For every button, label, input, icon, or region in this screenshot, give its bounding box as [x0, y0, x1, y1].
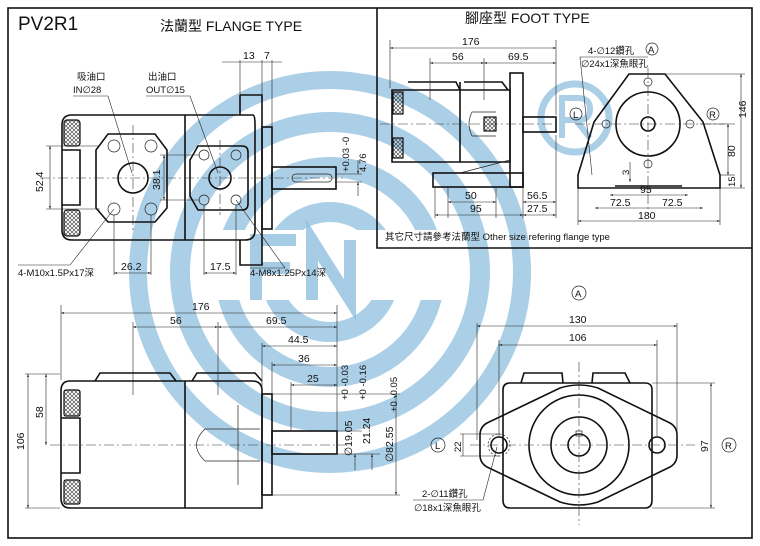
- foot-dim-3: 3: [621, 170, 632, 175]
- side-dim-21-24-tol: +0 -0.16: [358, 365, 369, 400]
- side-dim-pilot: ∅82.55: [384, 426, 396, 462]
- foot-dim-27-5: 27.5: [527, 203, 548, 215]
- foot-front-view: 146 80 15 3 95 72.5 72.5 180 4-∅12鑽孔 ∅24…: [569, 42, 749, 225]
- section-divider: [376, 8, 752, 249]
- side-dim-shaft: ∅19.05: [343, 420, 355, 456]
- front-dim-22: 22: [453, 441, 464, 452]
- foot-marker-r: R: [709, 110, 716, 121]
- side-dim-25: 25: [307, 373, 319, 385]
- side-view: 176 56 69.5 44.5 36 25 106 58 ∅19.05 +0 …: [15, 301, 400, 509]
- foot-header: 腳座型 FOOT TYPE: [465, 10, 590, 26]
- front-dim-97: 97: [699, 440, 711, 452]
- inlet-bolt-note: 4-M10x1.5Px17深: [18, 268, 95, 279]
- foot-dim-69-5: 69.5: [508, 51, 529, 63]
- side-dim-36: 36: [298, 353, 310, 365]
- side-dim-69-5: 69.5: [266, 315, 287, 327]
- foot-dim-15: 15: [727, 176, 738, 187]
- foot-dim-72-5-right: 72.5: [662, 197, 683, 209]
- foot-dim-72-5-left: 72.5: [610, 197, 631, 209]
- drawing-frame: [7, 7, 753, 539]
- side-dim-106: 106: [15, 432, 27, 450]
- inlet-label-cn: 吸油口: [77, 71, 106, 83]
- side-dim-44-5: 44.5: [288, 334, 309, 346]
- foot-dim-146: 146: [737, 100, 749, 118]
- side-dim-176: 176: [192, 301, 210, 313]
- front-dim-106: 106: [569, 332, 587, 344]
- front-hole-note: 2-∅11鑽孔: [422, 488, 468, 500]
- front-marker-a: A: [575, 289, 582, 300]
- dim-52-4: 52.4: [34, 171, 46, 192]
- foot-dim-176: 176: [462, 36, 480, 48]
- dim-26-2: 26.2: [121, 261, 142, 273]
- foot-marker-l: L: [573, 110, 578, 121]
- outlet-bolt-note: 4-M8x1.25Px14深: [250, 268, 327, 279]
- dim-17-5: 17.5: [210, 261, 231, 273]
- foot-dim-56: 56: [452, 51, 464, 63]
- front-marker-l: L: [435, 441, 440, 452]
- dim-13: 13: [243, 50, 255, 62]
- foot-dim-95: 95: [470, 203, 482, 215]
- flange-top-view: 52.4 38.1 13 7 4.76 +0.03 -0 26.2 17.5 吸…: [18, 50, 369, 279]
- dim-7: 7: [264, 50, 270, 62]
- front-counterbore-note: ∅18x1深魚眼孔: [414, 502, 481, 514]
- front-dim-130: 130: [569, 314, 587, 326]
- inlet-label: IN∅28: [73, 85, 101, 96]
- side-dim-shaft-tol: +0 -0.03: [340, 365, 351, 400]
- dim-key-tol: +0.03 -0: [341, 137, 352, 172]
- foot-marker-a: A: [648, 45, 655, 56]
- foot-hole-note: 4-∅12鑽孔: [588, 45, 635, 57]
- front-view: 130 106 97 22 A L R 2-∅11鑽孔 ∅18x1深魚眼孔: [413, 285, 737, 525]
- foot-dim-50: 50: [465, 190, 477, 202]
- side-dim-pilot-tol: +0 -0.05: [389, 377, 400, 412]
- outlet-label: OUT∅15: [146, 85, 185, 96]
- outlet-label-cn: 出油口: [148, 71, 177, 83]
- front-marker-r: R: [725, 441, 732, 452]
- foot-dim-95b: 95: [640, 184, 652, 196]
- dim-38-1: 38.1: [151, 169, 163, 190]
- foot-dim-56-5: 56.5: [527, 190, 548, 202]
- foot-note: 其它尺寸請參考法蘭型 Other size refering flange ty…: [385, 231, 610, 243]
- side-dim-58: 58: [34, 406, 46, 418]
- flange-header: 法蘭型 FLANGE TYPE: [160, 18, 302, 34]
- foot-counterbore-note: ∅24x1深魚眼孔: [581, 58, 648, 70]
- watermark-logo: [129, 71, 613, 473]
- model-title: PV2R1: [18, 14, 78, 35]
- foot-dim-80: 80: [726, 145, 738, 157]
- foot-side-view: 176 56 69.5 50 95 56.5 27.5 其它尺寸請參考法蘭型 O…: [380, 36, 610, 243]
- dim-key-4-76: 4.76: [358, 154, 369, 173]
- side-dim-21-24: 21.24: [361, 418, 373, 444]
- side-dim-56: 56: [170, 315, 182, 327]
- foot-dim-180: 180: [638, 210, 656, 222]
